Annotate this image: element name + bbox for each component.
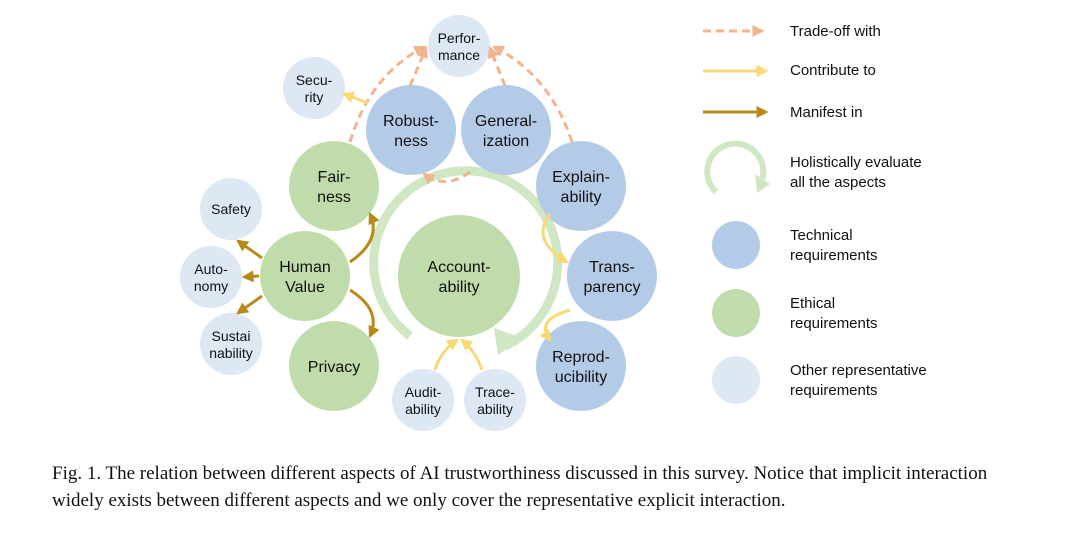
- legend-trade-off-label: Trade-off with: [790, 23, 881, 40]
- node-robustness: [366, 85, 456, 175]
- node-explainability: [536, 141, 626, 231]
- trade-off-arrow: [491, 45, 574, 143]
- node-label-accountability: Account-ability: [427, 259, 490, 296]
- legend-other-swatch: [712, 356, 760, 404]
- contribute-arrow: [433, 338, 459, 371]
- manifest-arrows: [236, 211, 380, 339]
- node-label-privacy: Privacy: [308, 359, 360, 376]
- node-privacy: [289, 321, 379, 411]
- legend-technical-swatch: [712, 221, 760, 269]
- contribute-arrows: [341, 91, 571, 371]
- figure-caption: Fig. 1. The relation between different a…: [52, 463, 988, 511]
- contribute-arrow: [460, 338, 484, 371]
- legend-contribute-label: Contribute to: [790, 62, 876, 79]
- node-label-traceability: Trace-ability: [475, 384, 515, 417]
- node-safety: [200, 178, 262, 240]
- node-label-safety: Safety: [211, 201, 251, 217]
- node-label-security: Secu-rity: [296, 72, 333, 105]
- legend-holistic-swatch: [704, 140, 770, 195]
- node-sustainability: [200, 313, 262, 375]
- node-accountability: [398, 215, 520, 337]
- node-label-robustness: Robust-ness: [383, 113, 439, 150]
- node-fairness: [289, 141, 379, 231]
- manifest-arrow: [349, 211, 380, 264]
- node-traceability: [464, 369, 526, 431]
- manifest-arrow: [349, 288, 380, 339]
- node-label-reproducibility: Reprod-ucibility: [552, 349, 610, 386]
- node-transparency: [567, 231, 657, 321]
- trade-off-arrows: [348, 45, 574, 185]
- node-labels: Perfor-mance Secu-rity Robust-ness Gener…: [194, 30, 641, 417]
- node-generalization: [461, 85, 551, 175]
- node-label-autonomy: Auto-nomy: [194, 261, 228, 294]
- legend-ethical-swatch: [712, 289, 760, 337]
- node-reproducibility: [536, 321, 626, 411]
- node-circles: [180, 15, 657, 431]
- trade-off-arrow: [408, 45, 428, 87]
- node-label-explainability: Explain-ability: [552, 169, 610, 206]
- manifest-arrow: [236, 294, 263, 315]
- node-human-value: [260, 231, 350, 321]
- legend: Trade-off with Contribute to Manifest in…: [703, 23, 927, 404]
- node-label-generalization: General-ization: [475, 113, 537, 150]
- manifest-arrow: [236, 239, 263, 260]
- contribute-arrow: [539, 308, 571, 342]
- node-label-fairness: Fair-ness: [317, 169, 351, 206]
- node-autonomy: [180, 246, 242, 308]
- holistic-ring: [369, 166, 563, 355]
- trade-off-arrow: [487, 45, 507, 87]
- trade-off-arrow: [422, 170, 471, 185]
- node-label-auditability: Audit-ability: [405, 384, 442, 417]
- node-auditability: [392, 369, 454, 431]
- trade-off-arrow: [348, 45, 427, 143]
- contribute-arrow: [541, 213, 570, 264]
- node-performance: [428, 15, 490, 77]
- legend-manifest-label: Manifest in: [790, 104, 863, 121]
- node-label-transparency: Trans-parency: [584, 259, 641, 296]
- node-security: [283, 57, 345, 119]
- manifest-arrow: [241, 270, 260, 283]
- node-label-performance: Perfor-mance: [438, 30, 481, 63]
- contribute-arrow: [341, 91, 369, 105]
